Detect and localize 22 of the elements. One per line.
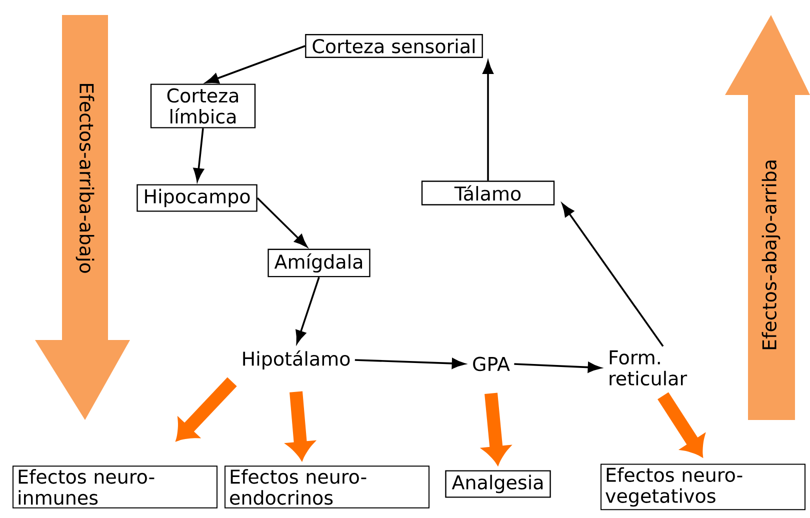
effect-box: Efectos neuro-endocrinos <box>224 466 430 508</box>
arrow <box>206 45 306 84</box>
label-box: Hipocampo <box>136 184 258 212</box>
arrow <box>562 203 664 347</box>
arrow <box>176 377 237 441</box>
arrow <box>482 60 494 181</box>
label-box: Tálamo <box>421 180 555 206</box>
arrow <box>193 128 204 182</box>
label-box: Corteza sensorial <box>305 34 483 58</box>
node-label: Hipotálamo <box>243 350 350 370</box>
arrow <box>354 358 466 369</box>
label-box: Amígdala <box>268 248 370 278</box>
node-label: GPA <box>473 356 510 372</box>
effect-box: Efectos neuro-inmunes <box>12 466 218 508</box>
effect-box: Efectos neuro-vegetativos <box>600 464 806 510</box>
arrow <box>256 197 308 248</box>
node-label: Form. reticular <box>610 350 688 386</box>
arrow <box>514 362 601 373</box>
label-box: Analgesia <box>445 470 551 498</box>
label-box: Corteza límbica <box>150 84 256 128</box>
arrow <box>296 276 320 344</box>
arrow <box>658 392 705 456</box>
